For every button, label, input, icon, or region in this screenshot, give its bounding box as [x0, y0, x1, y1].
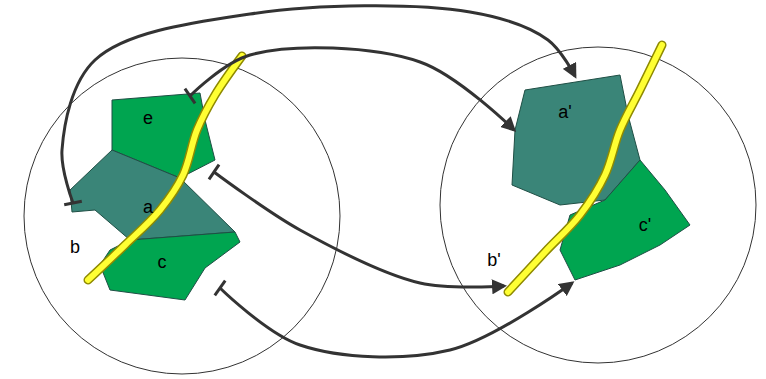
surface-fill [70, 150, 235, 240]
curve-line: b' [505, 40, 665, 296]
mapping-arrow [215, 281, 572, 357]
mapping-arrow [209, 165, 504, 288]
surface-drawing [558, 158, 692, 282]
left-region-circle [24, 58, 340, 374]
mapping-arrow [185, 48, 514, 130]
right-region-circle [440, 47, 756, 363]
curve-drawing [505, 40, 665, 296]
surface-drawing [70, 148, 237, 242]
surface-drawing [112, 88, 217, 180]
surface-patch: a [70, 148, 237, 242]
surface-drawing [100, 230, 242, 302]
part-label: b' [487, 251, 500, 269]
mapping-arrow-line [214, 172, 504, 287]
part-label: a [143, 198, 153, 216]
surface-patch: e [112, 88, 217, 180]
surface-patch: a' [510, 73, 642, 207]
curve-line: b [84, 52, 246, 284]
curve-drawing [84, 52, 246, 284]
mapping-arrow-line [220, 283, 572, 357]
surface-fill [560, 160, 690, 280]
surface-drawing [510, 73, 642, 207]
tee-bar [215, 281, 225, 296]
surface-patch: c [100, 230, 242, 302]
part-label: c' [639, 216, 651, 234]
tee-bar [209, 165, 219, 180]
part-label: e [143, 109, 153, 127]
part-label: c [158, 253, 167, 271]
mapping-arrow-line [190, 48, 514, 130]
part-label: a' [558, 103, 571, 121]
surface-fill [100, 232, 240, 300]
surface-patch: c' [558, 158, 692, 282]
part-label: b [70, 238, 80, 256]
